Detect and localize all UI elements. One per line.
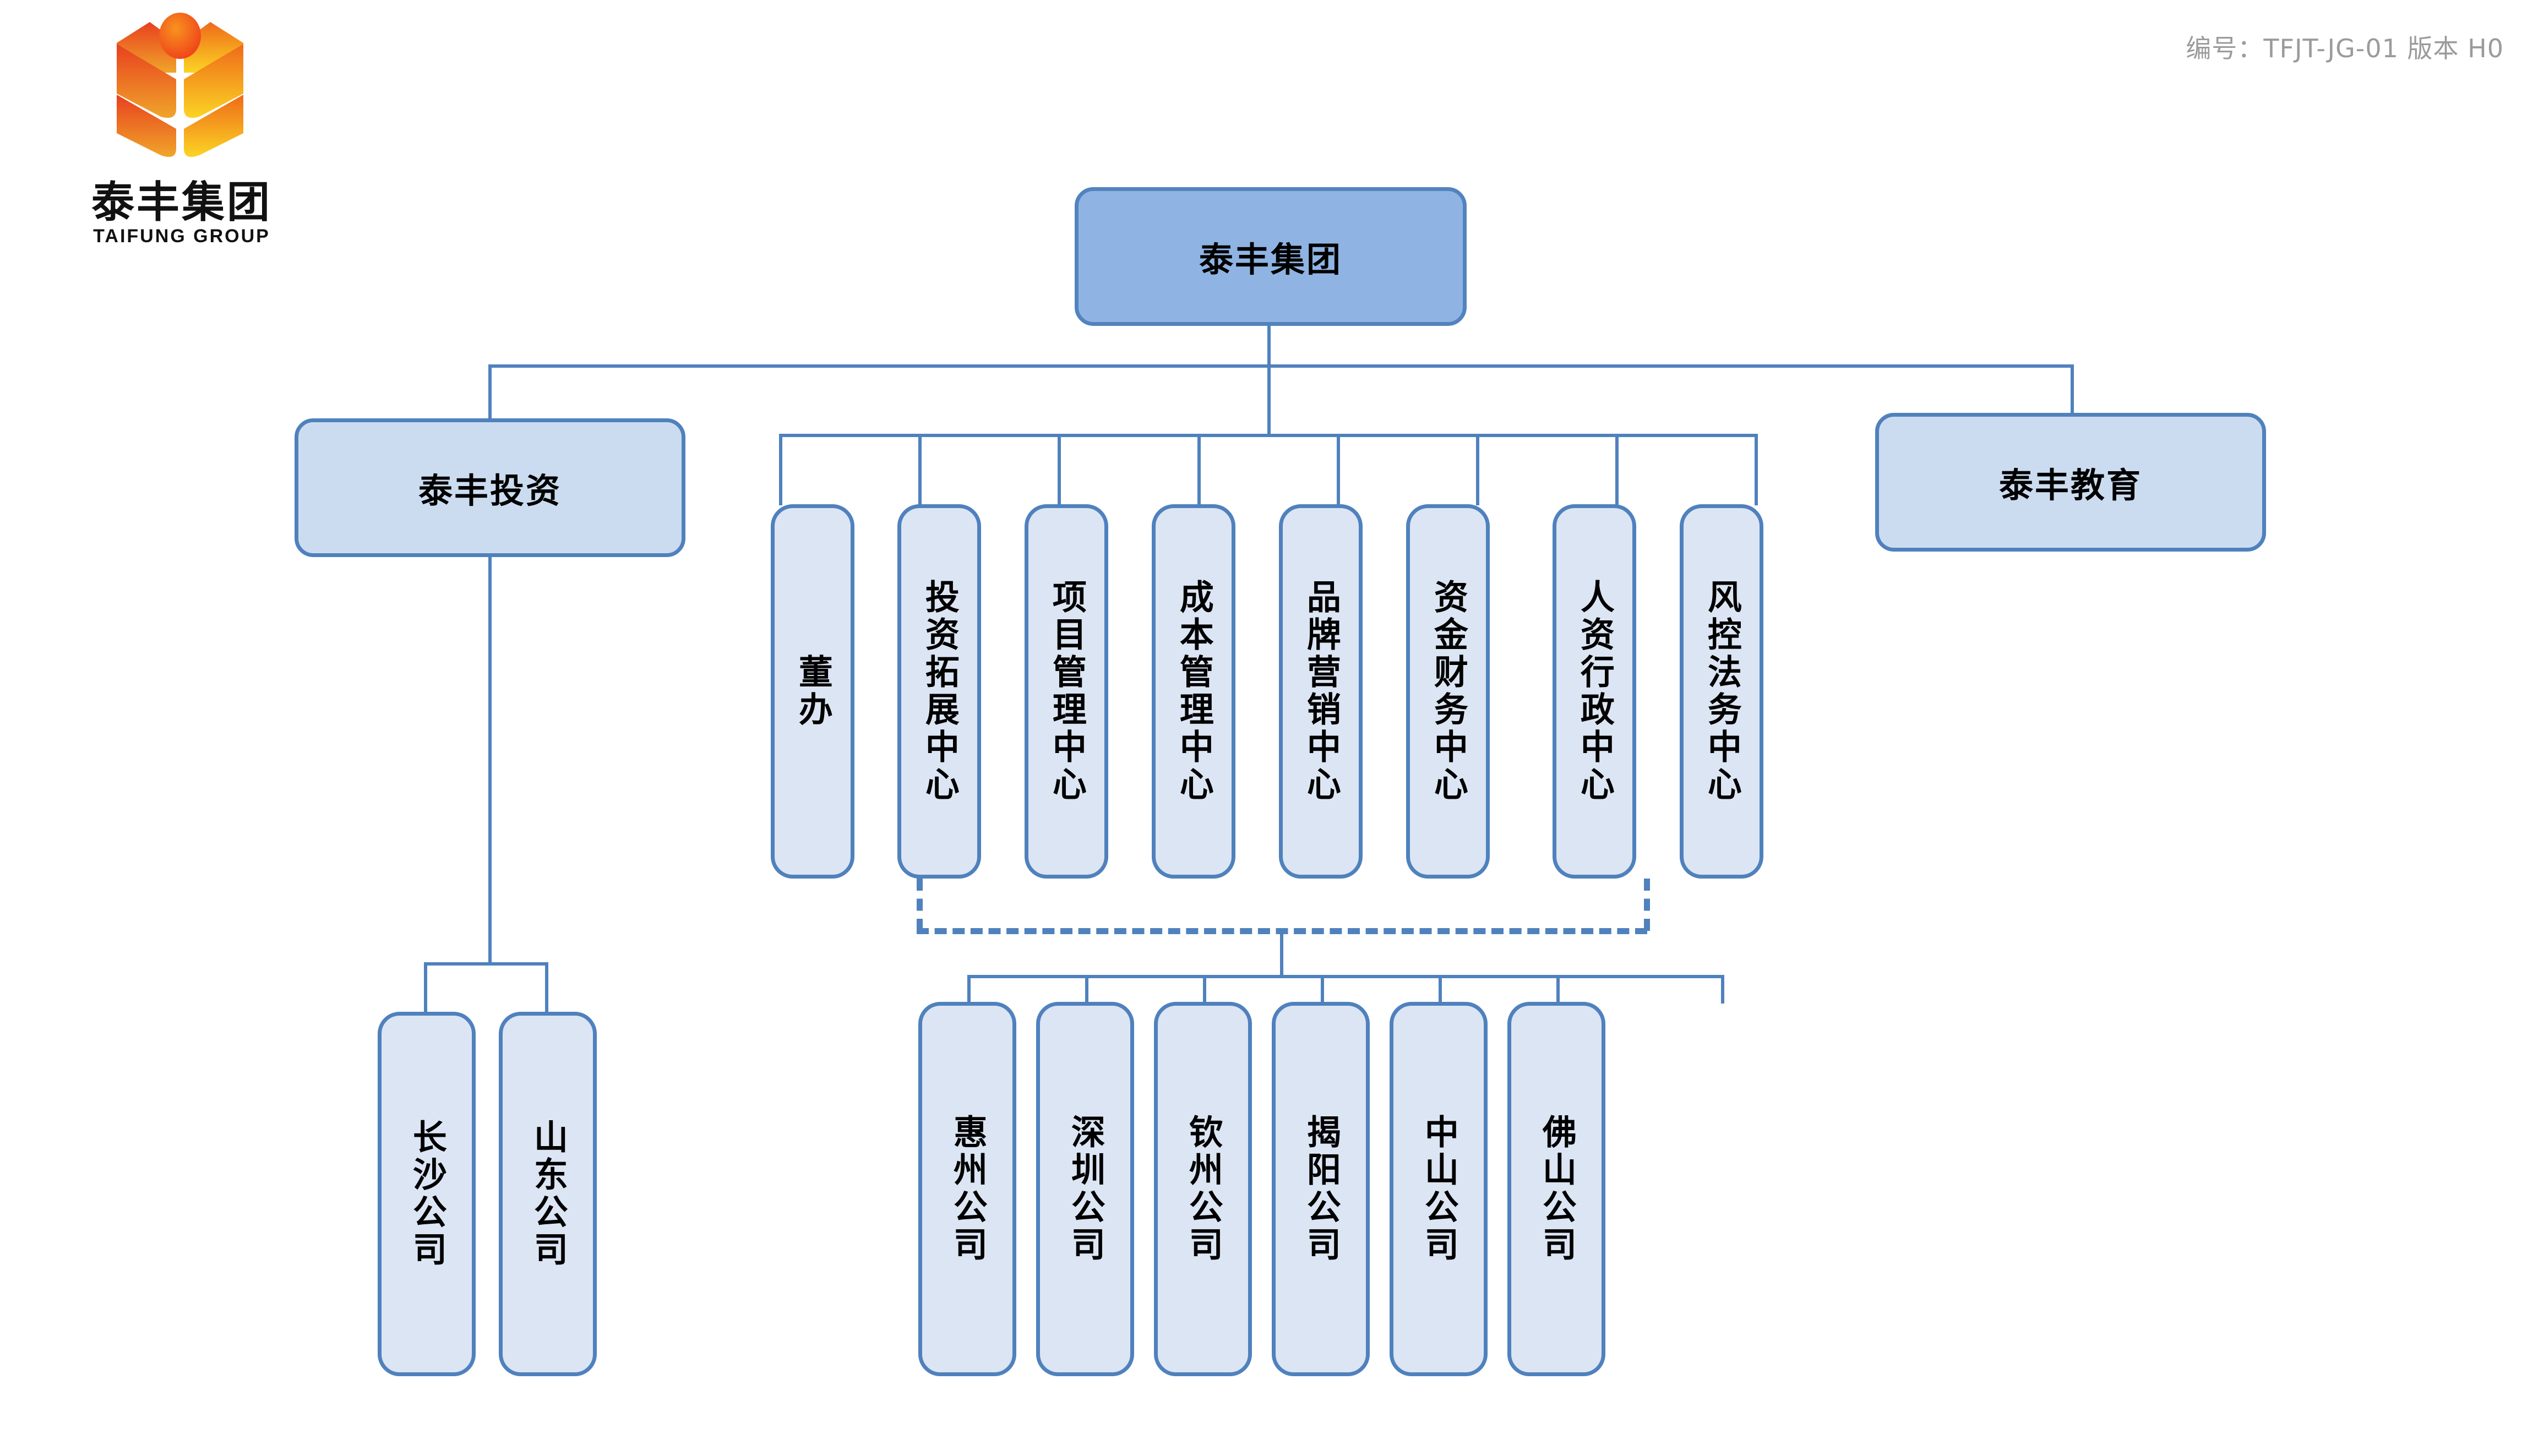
- node-label: 揭阳公司: [1300, 1114, 1341, 1264]
- connector-to-zhongshan: [1439, 975, 1442, 1004]
- node-label: 深圳公司: [1065, 1114, 1105, 1264]
- connector-project-stem: [1280, 931, 1283, 977]
- connector-to-qinzhou: [1203, 975, 1206, 1004]
- connector-to-changsha: [424, 962, 427, 1014]
- node-company-zhongshan[interactable]: 中山公司: [1390, 1002, 1488, 1376]
- node-company-huizhou[interactable]: 惠州公司: [918, 1002, 1016, 1376]
- connector-dept-drop-7: [1615, 434, 1619, 505]
- connector-dept-drop-8: [1755, 434, 1758, 505]
- node-division-taifung-investment[interactable]: 泰丰投资: [295, 418, 685, 557]
- connector-to-foshan: [1721, 975, 1724, 1004]
- node-label: 佛山公司: [1536, 1114, 1577, 1264]
- node-department-finance[interactable]: 资金财务中心: [1406, 504, 1490, 879]
- connector-project-bus: [967, 975, 1724, 978]
- node-company-shenzhen[interactable]: 深圳公司: [1036, 1002, 1134, 1376]
- node-label: 资金财务中心: [1428, 579, 1468, 804]
- node-department-project-management[interactable]: 项目管理中心: [1025, 504, 1108, 879]
- node-label: 泰丰集团: [1199, 239, 1342, 280]
- node-department-cost-management[interactable]: 成本管理中心: [1152, 504, 1235, 879]
- node-label: 山东公司: [527, 1119, 568, 1269]
- connector-dept-drop-3: [1058, 434, 1061, 505]
- node-label: 长沙公司: [406, 1119, 447, 1269]
- node-company-changsha[interactable]: 长沙公司: [378, 1012, 476, 1376]
- document-code: 编号：TFJT-JG-01 版本 H0: [2186, 34, 2504, 63]
- node-company-jieyang[interactable]: 揭阳公司: [1272, 1002, 1370, 1376]
- connector-investment-bus: [424, 962, 548, 966]
- node-company-qinzhou[interactable]: 钦州公司: [1154, 1002, 1252, 1376]
- node-company-shandong[interactable]: 山东公司: [499, 1012, 597, 1376]
- node-label: 项目管理中心: [1046, 579, 1087, 804]
- node-label: 投资拓展中心: [919, 579, 960, 804]
- connector-dept-drop-4: [1197, 434, 1201, 505]
- node-label: 中山公司: [1418, 1114, 1459, 1264]
- node-department-dongban[interactable]: 董办: [771, 504, 854, 879]
- node-label: 人资行政中心: [1574, 579, 1615, 804]
- logo-name-en: TAIFUNG GROUP: [93, 226, 270, 247]
- node-department-investment-expansion[interactable]: 投资拓展中心: [897, 504, 981, 879]
- connector-level1-bus: [488, 364, 2074, 368]
- connector-dept-drop-6: [1476, 434, 1479, 505]
- taifung-logo-icon: [117, 13, 243, 157]
- node-root-taifung-group[interactable]: 泰丰集团: [1075, 187, 1467, 326]
- connector-root-stem: [1267, 325, 1271, 368]
- dashed-connector-bus: [917, 928, 1647, 934]
- connector-to-taifung-investment: [488, 364, 492, 419]
- logo-name-cn: 泰丰集团: [91, 178, 272, 227]
- node-department-risk-legal[interactable]: 风控法务中心: [1680, 504, 1763, 879]
- connector-dept-drop-1: [779, 434, 782, 505]
- node-label: 董办: [792, 654, 833, 729]
- dashed-connector-right: [1644, 879, 1650, 931]
- connector-to-huizhou: [967, 975, 971, 1004]
- node-label: 泰丰教育: [1998, 465, 2142, 505]
- connector-department-bus: [779, 434, 1757, 437]
- node-label: 泰丰投资: [418, 471, 562, 511]
- connector-to-jieyang: [1321, 975, 1324, 1004]
- connector-dept-drop-2: [918, 434, 922, 505]
- connector-dept-drop-5: [1337, 434, 1340, 505]
- node-company-foshan[interactable]: 佛山公司: [1507, 1002, 1605, 1376]
- node-department-hr-admin[interactable]: 人资行政中心: [1553, 504, 1636, 879]
- node-label: 品牌营销中心: [1300, 579, 1341, 804]
- connector-center-stem: [1267, 364, 1271, 436]
- connector-to-shenzhen: [1085, 975, 1088, 1004]
- connector-to-shandong: [545, 962, 548, 1014]
- node-label: 钦州公司: [1183, 1114, 1223, 1264]
- node-label: 惠州公司: [947, 1114, 988, 1264]
- connector-investment-stem: [488, 557, 492, 964]
- node-label: 风控法务中心: [1701, 579, 1742, 804]
- node-department-brand-marketing[interactable]: 品牌营销中心: [1279, 504, 1363, 879]
- dashed-connector-left: [917, 879, 923, 931]
- node-label: 成本管理中心: [1173, 579, 1214, 804]
- connector-to-taifung-education: [2071, 364, 2074, 414]
- connector-to-foshan-b: [1556, 975, 1560, 1004]
- company-logo: 泰丰集团 TAIFUNG GROUP: [66, 11, 297, 259]
- node-division-taifung-education[interactable]: 泰丰教育: [1875, 413, 2266, 552]
